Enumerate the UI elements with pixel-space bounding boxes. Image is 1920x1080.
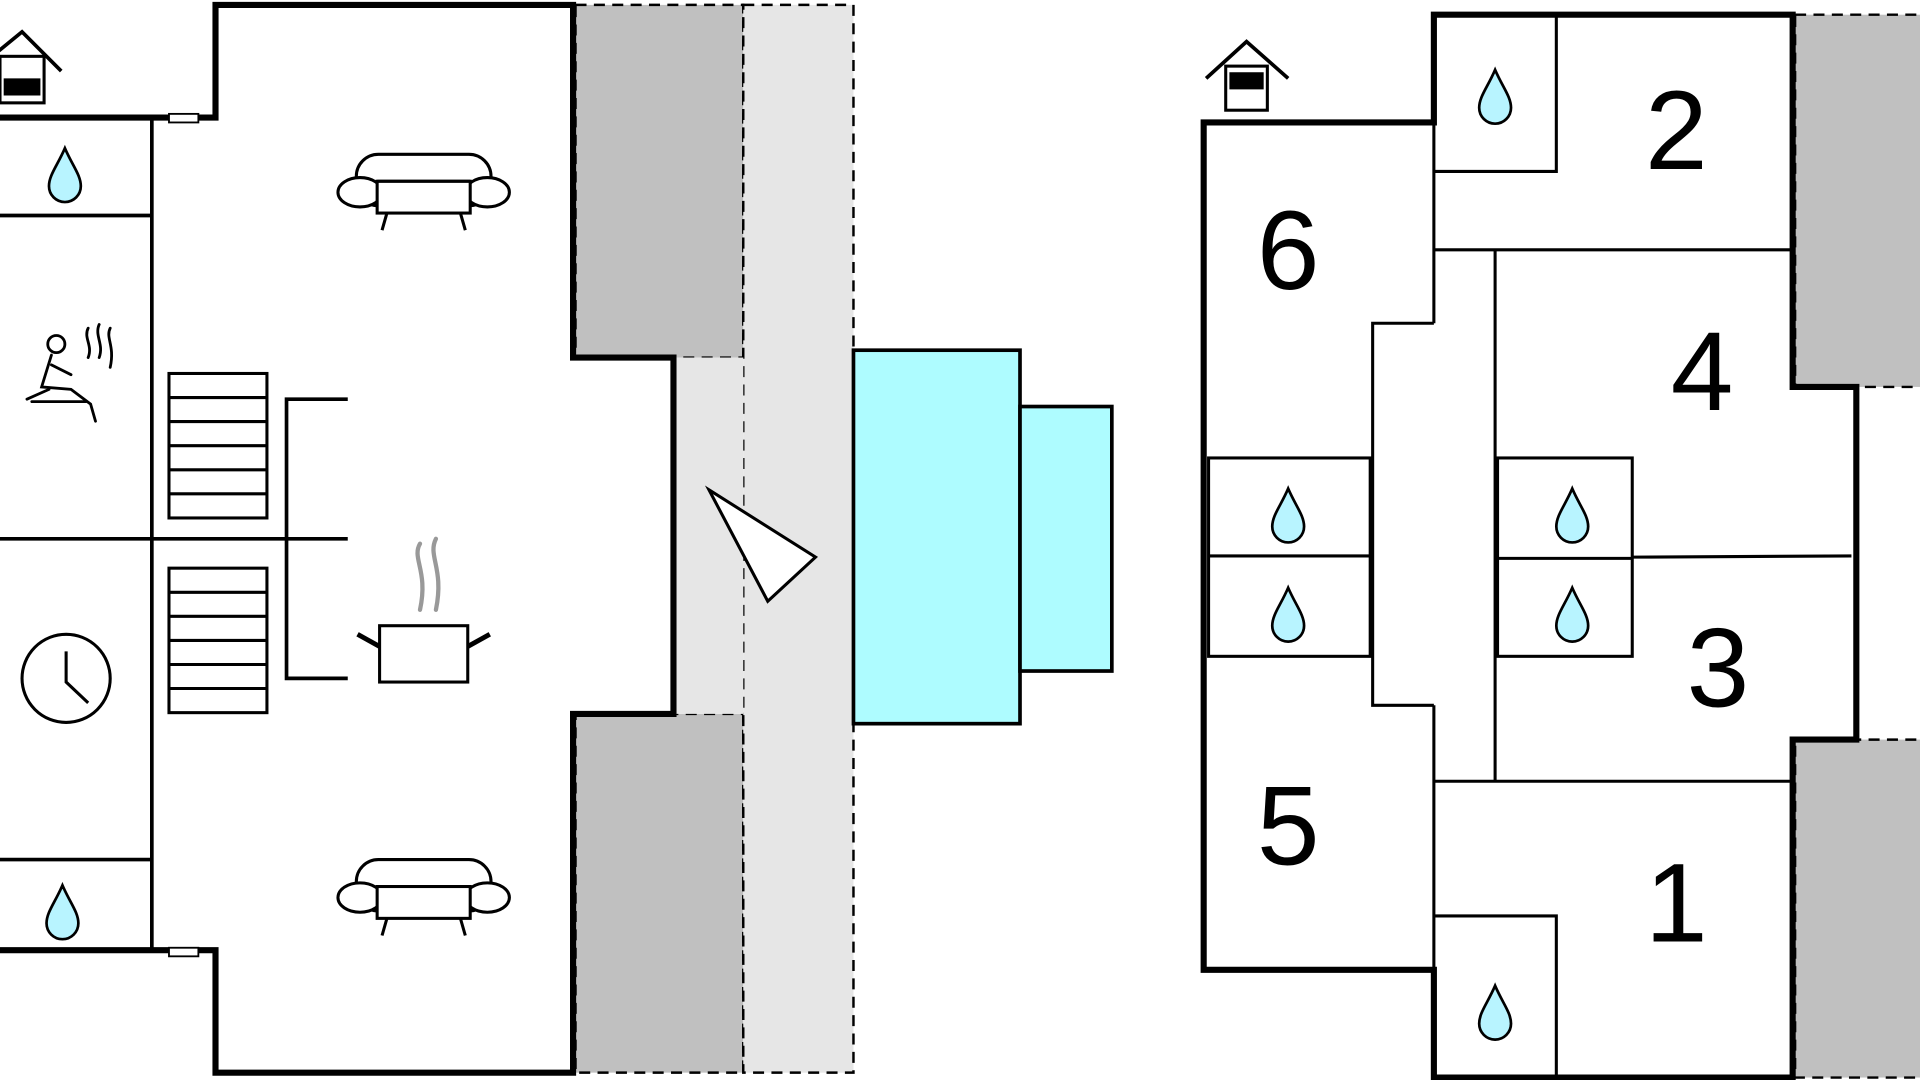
water-drop-icon (45, 883, 80, 941)
room-2-label: 2 (1645, 67, 1708, 193)
water-drop-icon (1477, 68, 1513, 126)
clock-icon (20, 632, 112, 724)
terrace-top (574, 3, 745, 359)
sofa-icon (336, 858, 511, 938)
stairs-icon (167, 371, 269, 520)
pool-main (851, 348, 1022, 726)
water-drop-icon (1270, 487, 1306, 544)
water-drop-icon (47, 146, 83, 204)
water-drop-icon (1554, 487, 1590, 544)
water-drop-icon (1554, 586, 1590, 643)
stairs-icon (167, 566, 269, 715)
sofa-icon (336, 152, 511, 232)
room-4-label: 4 (1671, 308, 1734, 434)
pool-step (1018, 404, 1114, 673)
room-6-label: 6 (1257, 187, 1320, 313)
water-drop-icon (1270, 586, 1306, 643)
ground-floor (0, 1, 677, 1076)
room-5-label: 5 (1257, 762, 1320, 888)
sauna-icon (25, 323, 113, 423)
terrace-bottom (574, 712, 745, 1074)
room-1-label: 1 (1645, 840, 1708, 966)
cooking-pot-icon (356, 536, 491, 684)
upper-floor: 1 2 3 4 5 6 (1200, 11, 1920, 1080)
room-3-label: 3 (1687, 605, 1750, 731)
house-entrance-icon (0, 29, 63, 105)
north-arrow-icon (704, 485, 819, 604)
terrace-right-bottom (1793, 738, 1920, 1079)
terrace-right-top (1793, 13, 1920, 389)
house-entrance-icon (1204, 39, 1290, 112)
water-drop-icon (1477, 984, 1513, 1041)
